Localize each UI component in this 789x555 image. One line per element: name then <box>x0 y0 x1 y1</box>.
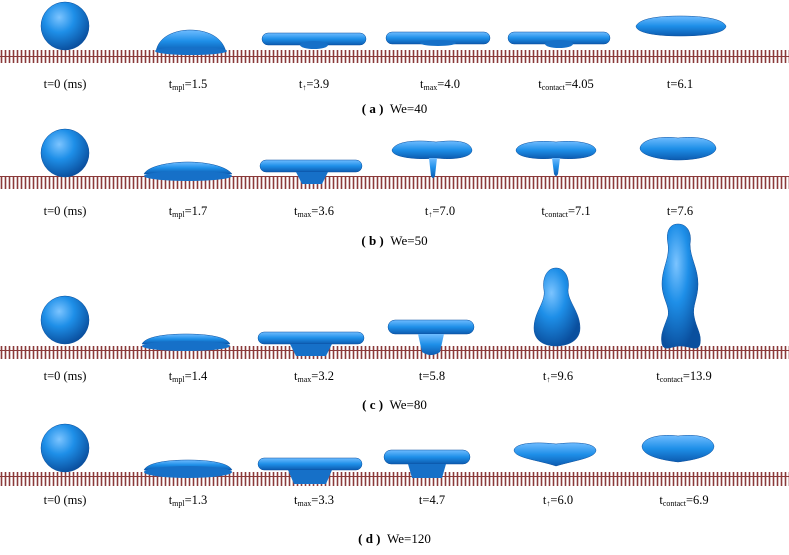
droplet-lens <box>639 137 717 161</box>
time-label: tmpl=1.7 <box>168 204 208 219</box>
substrate <box>0 346 789 359</box>
droplet-column <box>661 223 701 349</box>
time-label: t=5.8 <box>418 369 446 383</box>
droplet-spreading <box>143 459 233 478</box>
droplet-sphere <box>40 1 90 51</box>
row-caption: ( a ) We=40 <box>361 101 428 116</box>
droplet-disc <box>259 159 363 184</box>
row-d-stage <box>0 423 789 486</box>
time-label: t↑=6.0 <box>542 493 574 508</box>
time-label: t=0 (ms) <box>43 77 87 91</box>
time-label: t=6.1 <box>666 77 694 91</box>
row-b-stage <box>0 128 789 189</box>
droplet-lifted <box>391 140 473 178</box>
time-label: tcontact=13.9 <box>656 369 712 384</box>
droplet-disc <box>385 31 491 46</box>
time-label: tcontact=4.05 <box>538 77 594 92</box>
time-label: t=4.7 <box>418 493 446 507</box>
row-c-stage <box>0 223 789 359</box>
time-label: t=0 (ms) <box>43 493 87 507</box>
droplet-disc <box>383 449 471 478</box>
substrate <box>0 176 789 189</box>
time-label: t↑=3.9 <box>298 77 330 92</box>
droplet-rising <box>533 267 581 347</box>
droplet-lens <box>635 15 727 37</box>
droplet-disc <box>257 331 365 356</box>
row-caption: ( d ) We=120 <box>358 531 431 546</box>
row-a: t=0 (ms) tmpl=1.5 t↑=3.9 tmax=4.0 tconta… <box>0 0 789 130</box>
droplet-disc <box>257 457 363 484</box>
droplet-lifted <box>513 442 597 467</box>
time-label: t↑=7.0 <box>424 204 456 219</box>
row-d: t=0 (ms) tmpl=1.3 tmax=3.3 t=4.7 t↑=6.0 … <box>0 420 789 550</box>
substrate <box>0 50 789 63</box>
droplet-sphere <box>40 295 90 345</box>
droplet-spreading <box>155 29 227 55</box>
row-b: t=0 (ms) tmpl=1.7 tmax=3.6 t↑=7.0 tconta… <box>0 120 789 250</box>
time-label: tmpl=1.5 <box>168 77 208 92</box>
time-label: tmax=4.0 <box>420 77 460 92</box>
droplet-lifted <box>515 141 597 176</box>
droplet-disc <box>507 31 611 48</box>
row-caption: ( c ) We=80 <box>362 397 427 412</box>
droplet-lifted <box>387 319 475 355</box>
substrate <box>0 472 789 486</box>
row-a-stage <box>0 1 789 63</box>
row-c: t=0 (ms) tmpl=1.4 tmax=3.2 t=5.8 t↑=9.6 … <box>0 223 789 412</box>
droplet-spreading <box>143 161 233 181</box>
droplet-disc <box>261 32 367 49</box>
droplet-sphere <box>40 423 90 473</box>
time-label: tmpl=1.4 <box>168 369 208 384</box>
time-label: t=0 (ms) <box>43 204 87 218</box>
time-label: tmpl=1.3 <box>168 493 208 508</box>
droplet-sphere <box>40 128 90 178</box>
droplet-lens <box>641 435 715 463</box>
time-label: tcontact=7.1 <box>541 204 591 219</box>
time-label: t=7.6 <box>666 204 694 218</box>
time-label: t↑=9.6 <box>542 369 574 384</box>
droplet-spreading <box>141 333 231 351</box>
time-label: t=0 (ms) <box>43 369 87 383</box>
time-label: tmax=3.6 <box>294 204 334 219</box>
time-label: tcontact=6.9 <box>659 493 709 508</box>
row-caption: ( b ) We=50 <box>361 233 428 248</box>
time-label: tmax=3.2 <box>294 369 334 384</box>
time-label: tmax=3.3 <box>294 493 334 508</box>
